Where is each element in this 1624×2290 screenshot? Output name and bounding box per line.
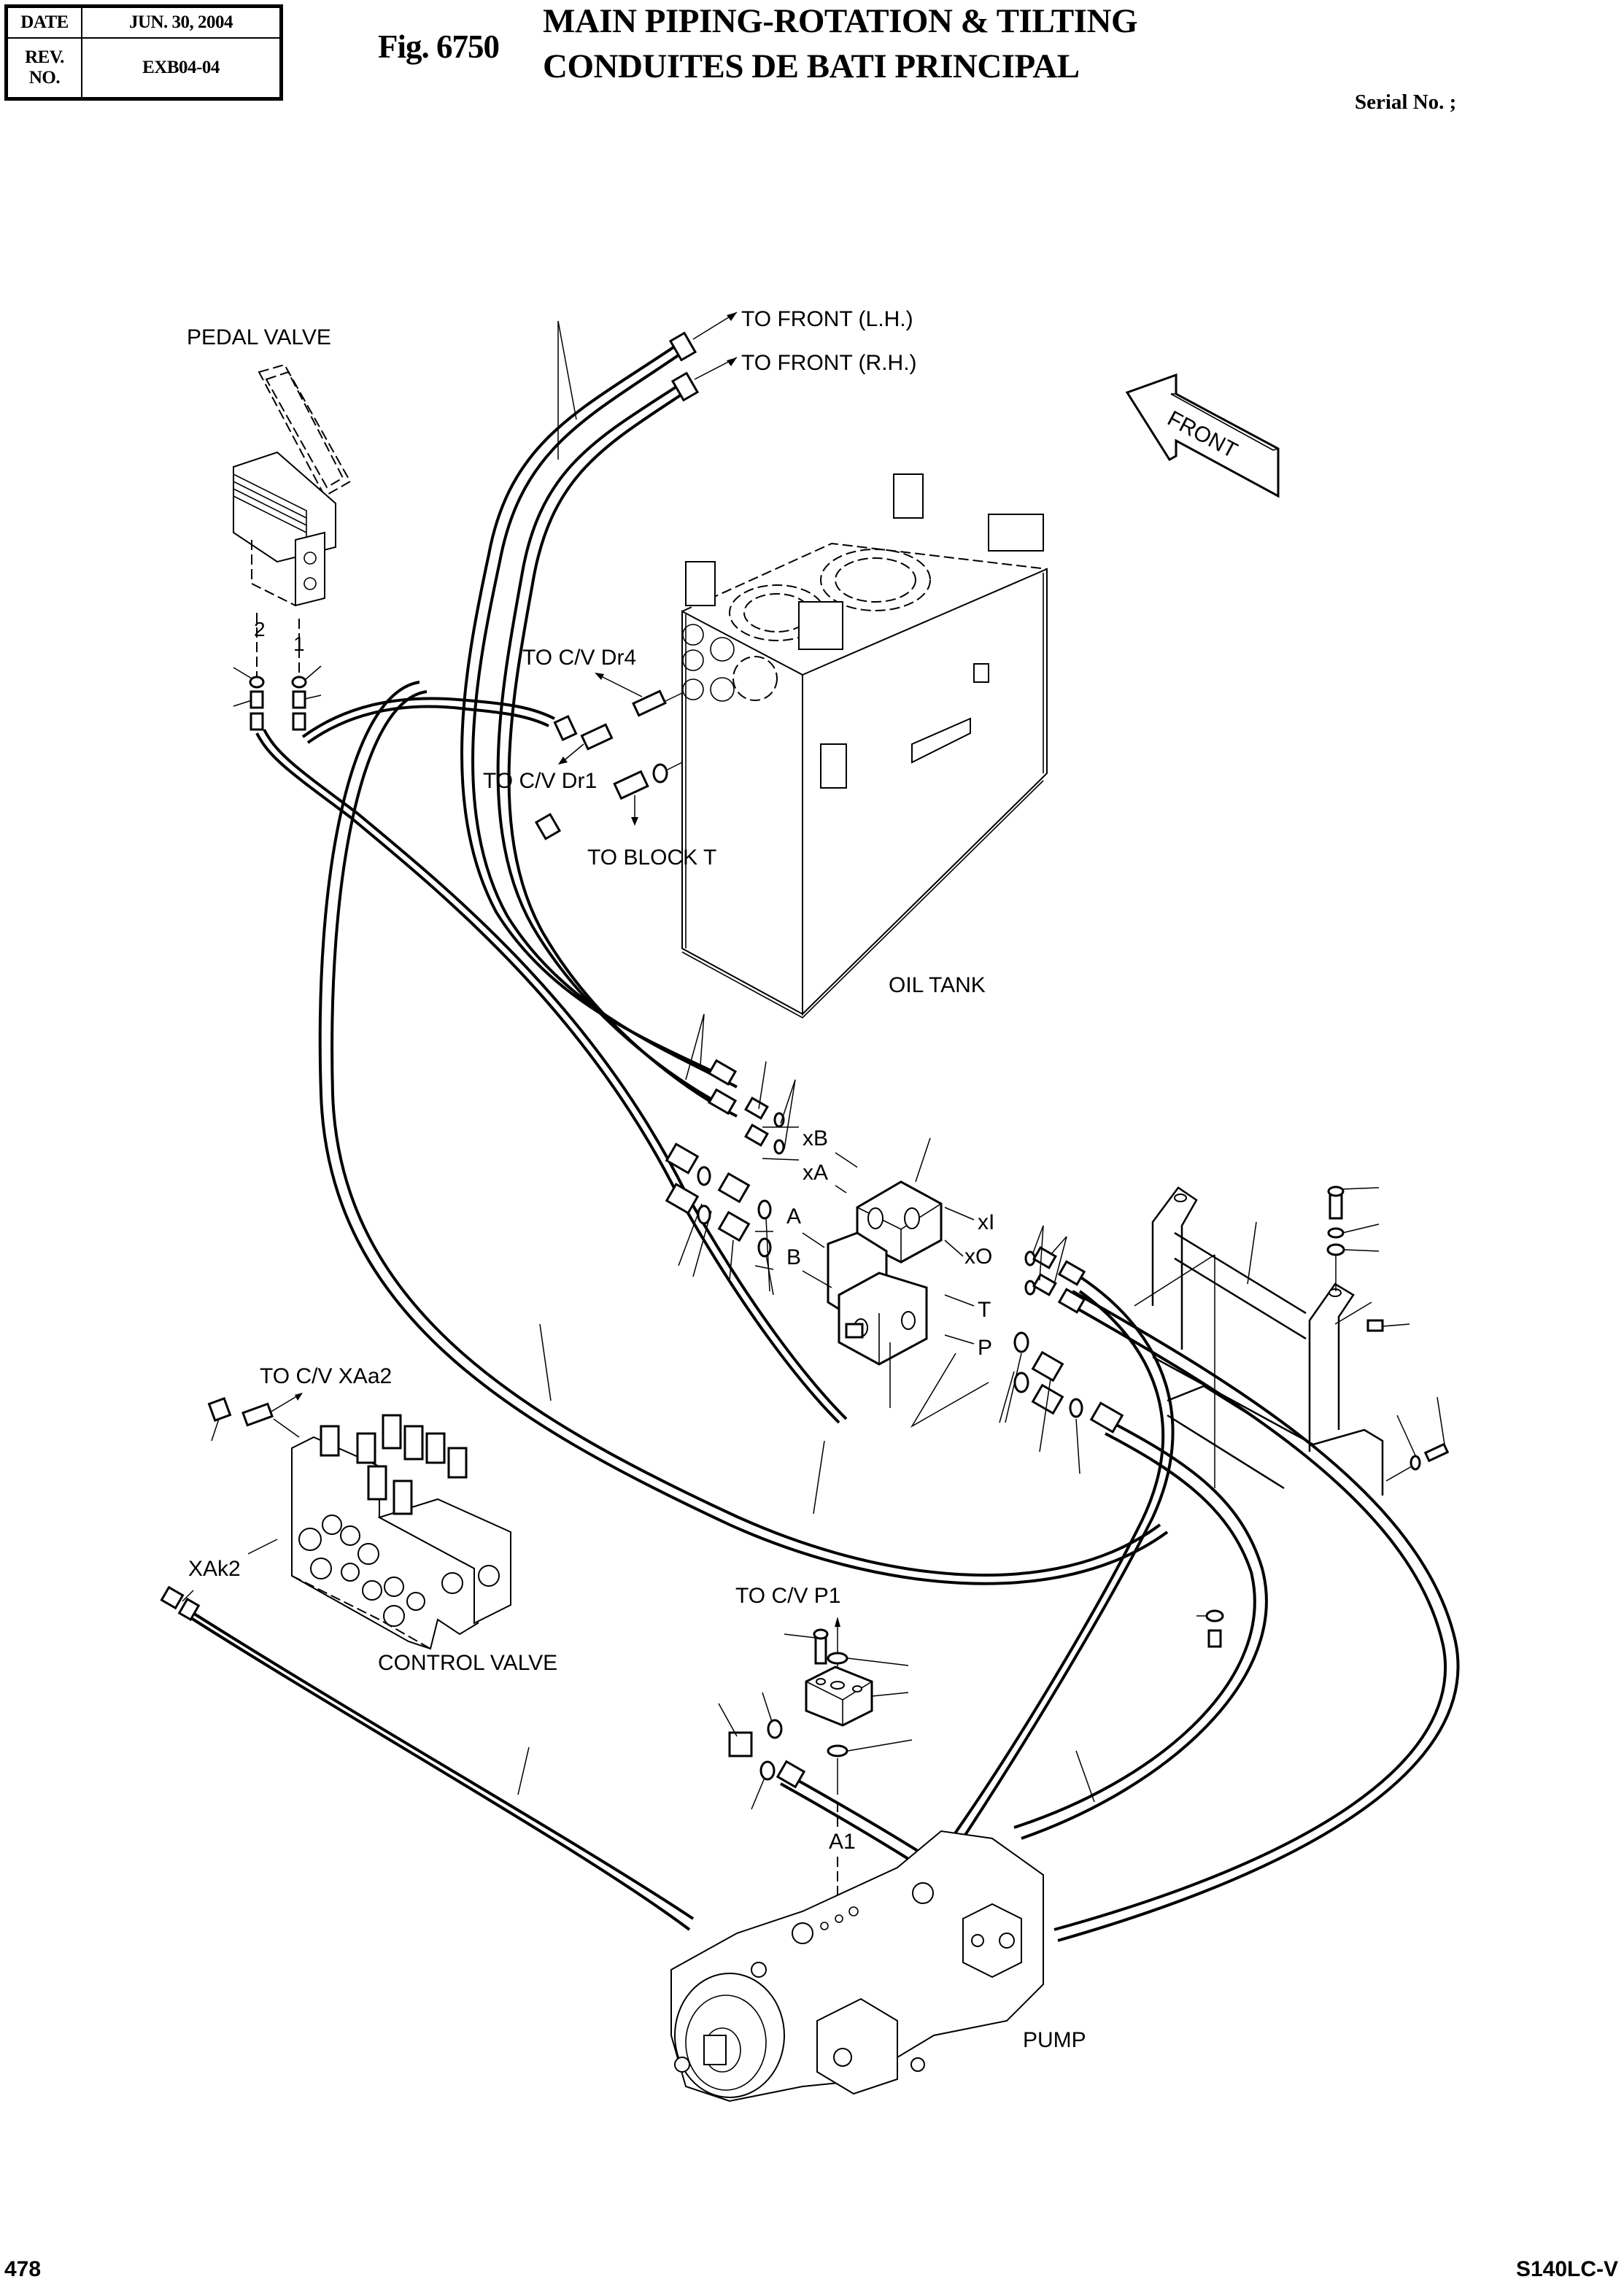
mounting-bracket [1134, 1185, 1450, 1648]
pedal-valve-label: PEDAL VALVE [187, 325, 331, 349]
title-french: CONDUITES DE BATI PRINCIPAL [543, 47, 1080, 85]
pedal-valve: PEDAL VALVE 2 1 [187, 325, 352, 731]
to-cv-p1-label: TO C/V P1 [735, 1584, 841, 1608]
to-front-rh-label: TO FRONT (R.H.) [741, 351, 917, 375]
title-english: MAIN PIPING-ROTATION & TILTING [543, 2, 1138, 40]
port-xB-label: xB [803, 1126, 828, 1150]
port-XAk2-label: XAk2 [188, 1557, 241, 1581]
date-label: DATE [5, 5, 82, 39]
revision-value: EXB04-04 [81, 37, 282, 100]
front-direction-arrow: FRONT [1125, 373, 1280, 498]
figure-number: Fig. 6750 [378, 28, 500, 65]
oil-tank-label: OIL TANK [889, 973, 986, 997]
page-number: 478 [4, 2257, 42, 2281]
to-cv-dr1-label: TO C/V Dr1 [483, 769, 597, 793]
control-valve-label: CONTROL VALVE [378, 1651, 557, 1675]
port-T-label: T [978, 1298, 991, 1322]
port-A-label: A [786, 1204, 801, 1229]
port-B-label: B [786, 1245, 801, 1269]
revision-label: REV. NO. [5, 37, 82, 100]
port-A1-label: A1 [829, 1830, 856, 1854]
control-valve: TO C/V XAa2 XAk2 [160, 1364, 557, 1675]
drain-fittings: TO C/V Dr4 TO C/V Dr1 TO BLOCK T [483, 646, 716, 870]
pump-label: PUMP [1023, 2028, 1086, 2052]
to-cv-xaa2-label: TO C/V XAa2 [260, 1364, 392, 1388]
date-value: JUN. 30, 2004 [81, 5, 282, 39]
to-front-lh-label: TO FRONT (L.H.) [741, 307, 913, 331]
port-xO-label: xO [964, 1245, 992, 1269]
port-P-label: P [978, 1336, 992, 1360]
model-number: S140LC-V [1515, 2257, 1618, 2281]
pump-block: TO C/V P1 [718, 1584, 913, 1810]
oil-tank: OIL TANK [681, 473, 1048, 1018]
to-block-t-label: TO BLOCK T [587, 846, 716, 870]
revision-info-table: DATE JUN. 30, 2004 REV. NO. EXB04-04 [4, 4, 283, 101]
to-cv-dr4-label: TO C/V Dr4 [522, 646, 636, 670]
pedal-port-1-label: 1 [293, 633, 305, 655]
pedal-port-2-label: 2 [254, 618, 266, 641]
port-xA-label: xA [803, 1161, 828, 1185]
hoses: TO FRONT (L.H.) TO FRONT (R.H.) [185, 307, 1460, 1942]
serial-number-label: Serial No. ; [1355, 90, 1457, 114]
shuttle-valve-block: xB xA A B xI xO T P [665, 1059, 1124, 1474]
pump: A1 PUMP [670, 1802, 1086, 2103]
port-xI-label: xI [978, 1210, 994, 1234]
